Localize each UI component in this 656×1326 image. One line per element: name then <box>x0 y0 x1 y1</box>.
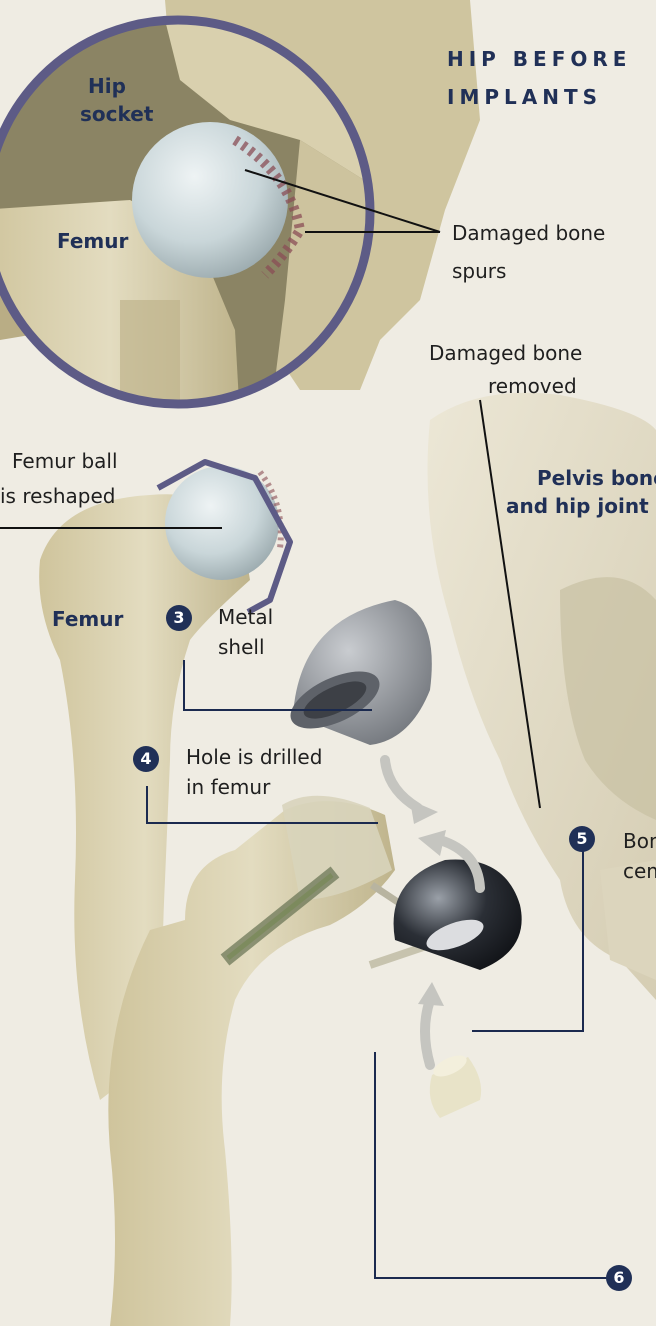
metal-shell-cup <box>282 600 432 745</box>
bone-cement-plug <box>430 1051 481 1118</box>
step-4-marker: 4 <box>133 746 159 772</box>
label-damaged-removed-1: Damaged bone <box>429 340 582 366</box>
label-bone-cement-1: Bon <box>623 828 656 854</box>
label-femur-top: Femur <box>57 228 128 254</box>
femoral-head-implant <box>370 860 522 970</box>
label-damaged-removed-2: removed <box>488 373 577 399</box>
step-3-marker: 3 <box>166 605 192 631</box>
label-damaged-spurs-2: spurs <box>452 258 506 284</box>
title-line-1: HIP BEFORE <box>447 40 631 78</box>
step-5-marker: 5 <box>569 826 595 852</box>
label-hole-drilled-1: Hole is drilled <box>186 744 322 770</box>
label-damaged-spurs-1: Damaged bone <box>452 220 605 246</box>
label-metal: Metal <box>218 604 273 630</box>
label-femur-ball-1: Femur ball <box>12 448 118 474</box>
title-line-2: IMPLANTS <box>447 78 631 116</box>
label-shell: shell <box>218 634 265 660</box>
label-pelvis-2: and hip joint <box>506 493 649 519</box>
label-hip: Hip <box>88 73 126 99</box>
label-bone-cement-2: cem <box>623 858 656 884</box>
label-hole-drilled-2: in femur <box>186 774 270 800</box>
step-6-marker: 6 <box>606 1265 632 1291</box>
label-femur-ball-2: is reshaped <box>0 483 115 509</box>
label-pelvis-1: Pelvis bone <box>537 465 656 491</box>
label-femur-mid: Femur <box>52 606 123 632</box>
label-socket: socket <box>80 101 153 127</box>
